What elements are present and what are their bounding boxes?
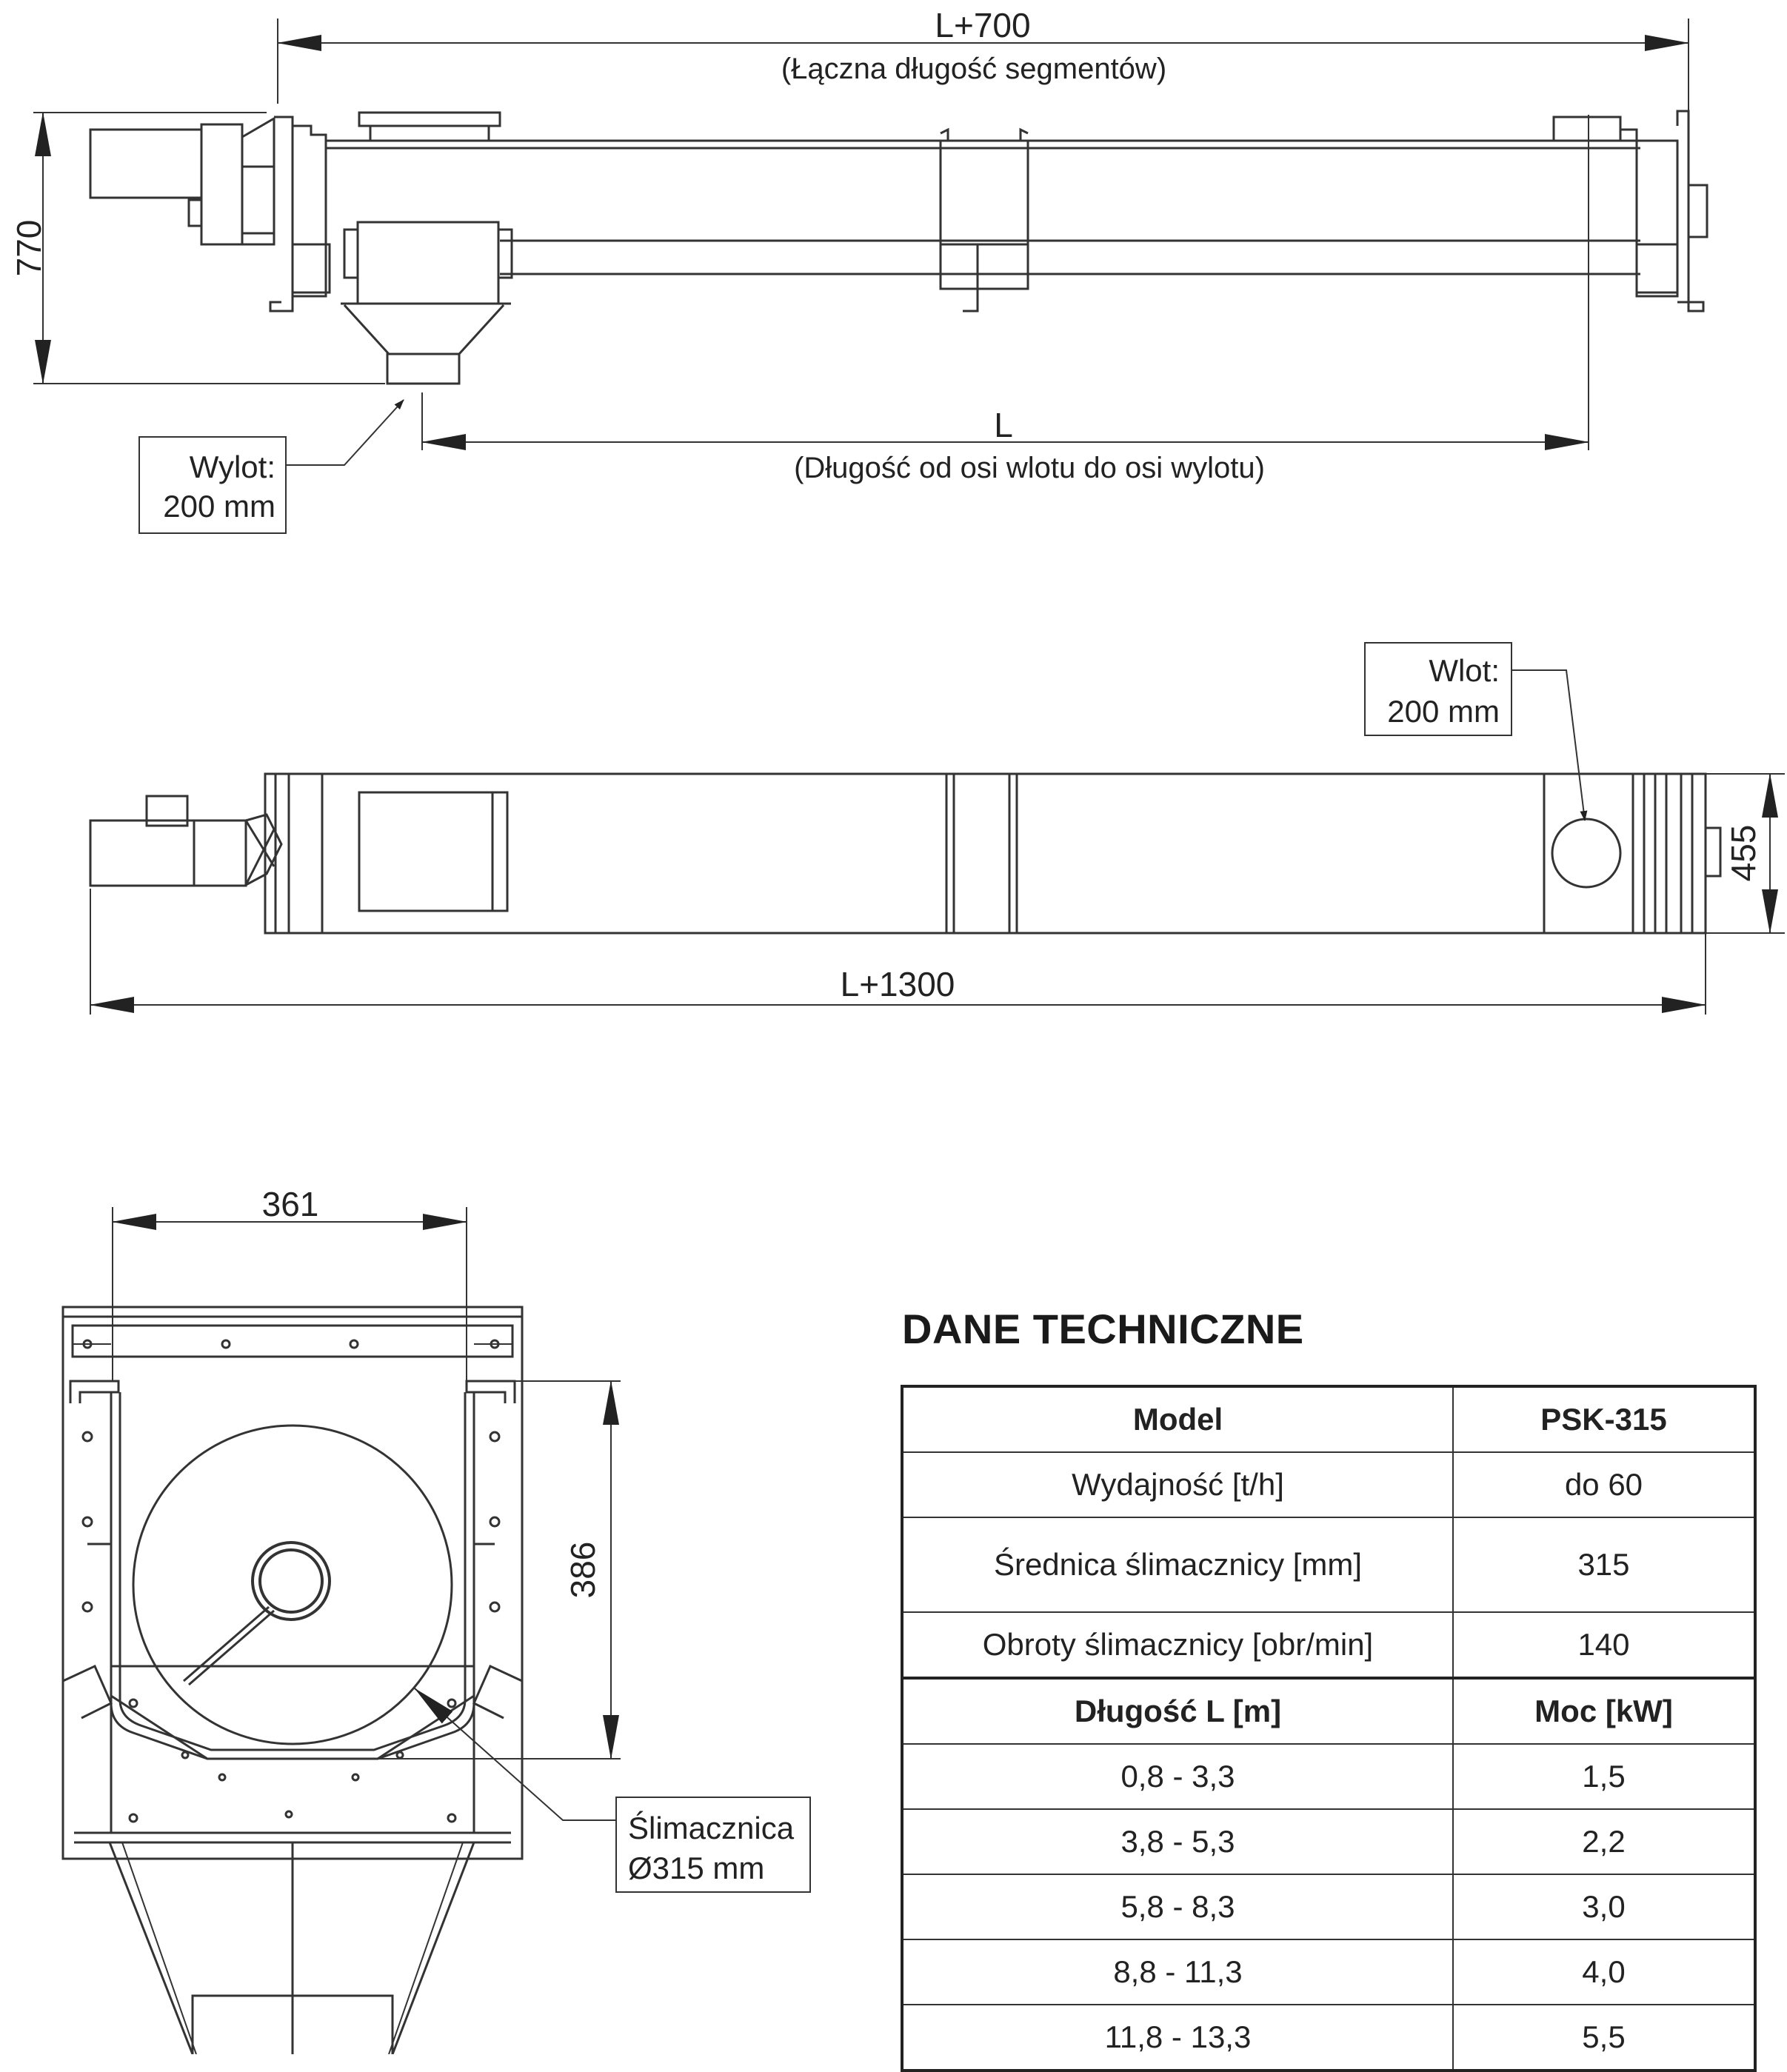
dim-section-height: 386 bbox=[564, 1542, 602, 1599]
row-label: Średnica ślimacznicy [mm] bbox=[901, 1517, 1454, 1613]
row-label: Obroty ślimacznicy [obr/min] bbox=[901, 1611, 1454, 1679]
dim-width-455: 455 bbox=[1724, 825, 1763, 882]
power-value: 4,0 bbox=[1452, 1939, 1756, 2005]
row-value: 315 bbox=[1452, 1517, 1756, 1613]
inlet-callout-box bbox=[1364, 642, 1512, 736]
length-range: 0,8 - 3,3 bbox=[901, 1743, 1454, 1810]
header-model-value: PSK-315 bbox=[1452, 1386, 1756, 1453]
table-header-row-power: Długość L [m] Moc [kW] bbox=[901, 1677, 1756, 1745]
table-row: Średnica ślimacznicy [mm] 315 bbox=[901, 1517, 1756, 1613]
table-row: 5,8 - 8,3 3,0 bbox=[901, 1874, 1756, 1940]
conveyor-body bbox=[264, 772, 1707, 935]
length-range: 3,8 - 5,3 bbox=[901, 1808, 1454, 1875]
table-row: 0,8 - 3,3 1,5 bbox=[901, 1743, 1756, 1810]
dim-total-length-note: (Łączna długość segmentów) bbox=[781, 53, 1166, 85]
table-row: 3,8 - 5,3 2,2 bbox=[901, 1808, 1756, 1875]
dim-height-770: 770 bbox=[10, 220, 48, 277]
outlet-callout-label: Wylot: bbox=[190, 450, 275, 484]
screw-callout-size: Ø315 mm bbox=[628, 1851, 764, 1885]
length-range: 8,8 - 11,3 bbox=[901, 1939, 1454, 2005]
tech-data-table: Model PSK-315 Wydajność [t/h] do 60 Śred… bbox=[901, 1385, 1757, 2072]
table-header-row: Model PSK-315 bbox=[901, 1386, 1756, 1453]
dim-inlet-outlet-note: (Długość od osi wlotu do osi wylotu) bbox=[794, 452, 1265, 484]
table-row: Wydajność [t/h] do 60 bbox=[901, 1451, 1756, 1518]
plan-view: Wlot: 200 mm 455 L+1300 bbox=[89, 642, 1785, 1015]
inlet-callout-size: 200 mm bbox=[1387, 694, 1500, 729]
dim-overall-length: L+1300 bbox=[841, 965, 955, 1003]
power-value: 2,2 bbox=[1452, 1808, 1756, 1875]
screw-callout-box bbox=[615, 1797, 811, 1893]
outlet-callout-box bbox=[138, 436, 287, 534]
screw-flight bbox=[132, 1424, 453, 1745]
table-row: 8,8 - 11,3 4,0 bbox=[901, 1939, 1756, 2005]
outlet-callout-size: 200 mm bbox=[163, 489, 275, 524]
table-row: 11,8 - 13,3 5,5 bbox=[901, 2004, 1756, 2071]
tech-data-title: DANE TECHNICZNE bbox=[902, 1306, 1304, 1352]
header-model: Model bbox=[901, 1386, 1454, 1453]
power-value: 3,0 bbox=[1452, 1874, 1756, 1940]
row-value: do 60 bbox=[1452, 1451, 1756, 1518]
inlet-port bbox=[1551, 818, 1622, 889]
header-length: Długość L [m] bbox=[901, 1677, 1454, 1745]
dim-section-width: 361 bbox=[262, 1185, 319, 1223]
motor bbox=[89, 128, 203, 199]
header-power: Moc [kW] bbox=[1452, 1677, 1756, 1745]
row-value: 140 bbox=[1452, 1611, 1756, 1679]
inlet-callout-label: Wlot: bbox=[1429, 653, 1500, 688]
section-view: 361 bbox=[61, 1185, 811, 2054]
screw-callout-label: Ślimacznica bbox=[628, 1810, 795, 1845]
length-range: 5,8 - 8,3 bbox=[901, 1874, 1454, 1940]
table-row: Obroty ślimacznicy [obr/min] 140 bbox=[901, 1611, 1756, 1679]
row-label: Wydajność [t/h] bbox=[901, 1451, 1454, 1518]
dim-inlet-outlet: L bbox=[994, 406, 1013, 444]
dim-total-length: L+700 bbox=[935, 6, 1030, 44]
power-value: 1,5 bbox=[1452, 1743, 1756, 1810]
side-view: L+700 (Łączna długość segmentów) 770 bbox=[10, 6, 1708, 534]
power-value: 5,5 bbox=[1452, 2004, 1756, 2071]
outlet-spout bbox=[386, 352, 461, 385]
length-range: 11,8 - 13,3 bbox=[901, 2004, 1454, 2071]
